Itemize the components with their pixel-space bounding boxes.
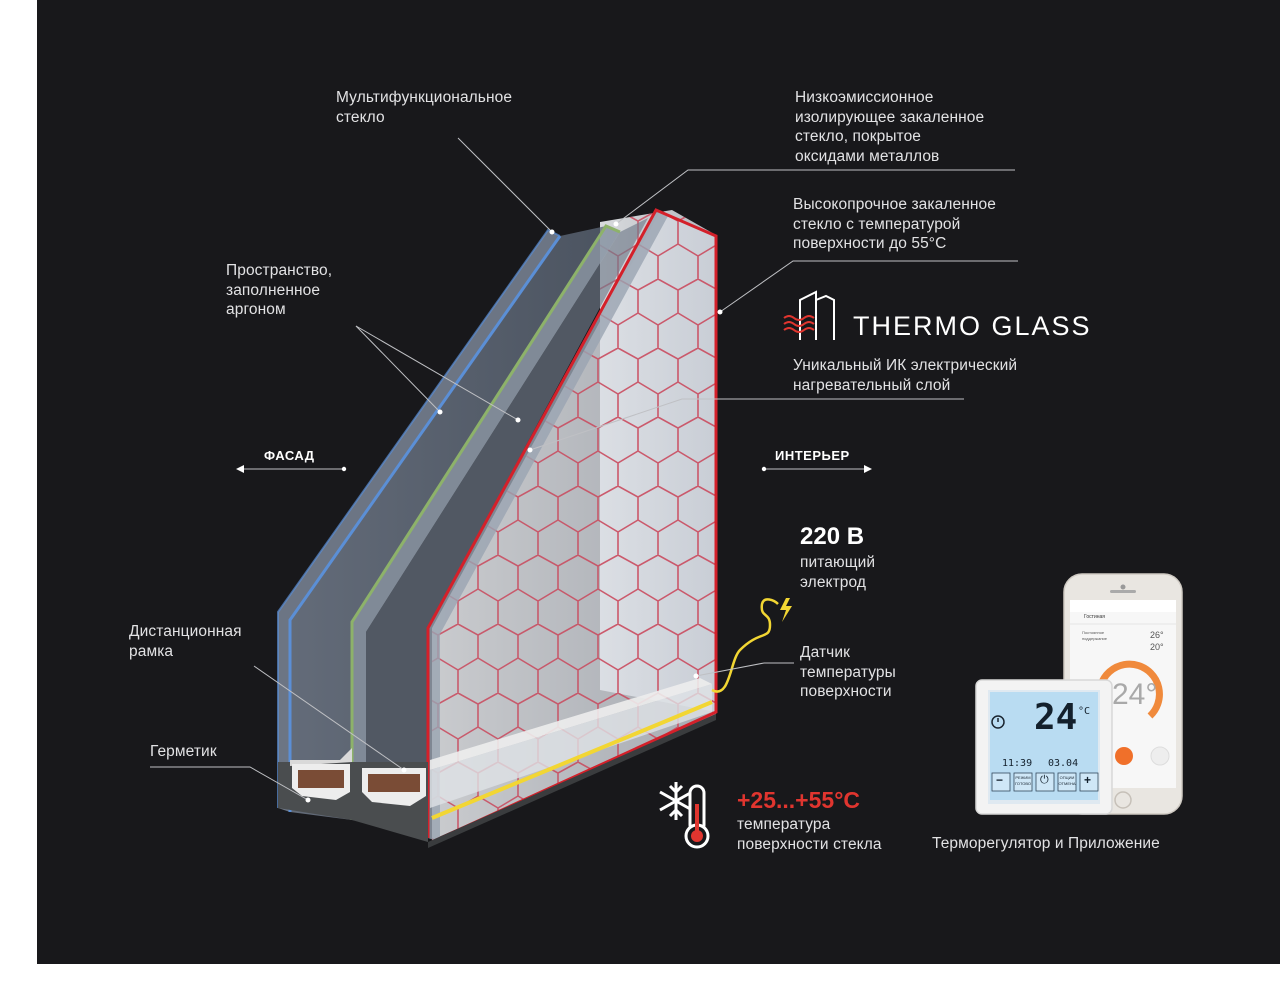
thermostat-time: 11:39 [1002,758,1033,769]
label-ir-layer: Уникальный ИК электрический нагревательн… [793,357,1018,394]
lightning-icon [780,598,792,622]
phone-dial-temp: 24° [1112,678,1158,711]
phone-mode-text: Постоянное поддержание [1082,630,1107,641]
power-wire [711,598,779,693]
label-sealant: Герметик [150,743,217,760]
label-spacer: Дистанционная рамка [129,623,242,660]
thermostat-power-button[interactable]: ⏻ [1040,774,1049,786]
thermostat-mode-button[interactable]: РЕЖИМ ГОТОВО [1014,775,1032,786]
label-temp-caption: температура поверхности стекла [737,816,882,853]
facade-arrow-icon [236,465,244,473]
label-interior: ИНТЕРЬЕР [775,448,850,463]
thermostat-options-button[interactable]: ОПЦИИ ОТМЕНА [1058,775,1076,786]
thermostat-plus-button[interactable]: + [1084,773,1092,787]
spacer-frame [278,678,716,848]
label-argon-space: Пространство, заполненное аргоном [226,262,333,318]
brand-name: THERMO GLASS [853,311,1092,341]
snowflake-thermometer-icon [659,782,710,849]
thermostat-minus-button[interactable]: − [996,773,1004,787]
phone-set-temp: 26° [1150,630,1164,640]
label-thermostat-caption: Терморегулятор и Приложение [932,835,1160,852]
label-temp-range: +25...+55°C [737,787,861,813]
label-sensor: Датчик температуры поверхности [800,644,896,700]
label-high-strength-glass: Высокопрочное закаленное стекло с темпер… [793,196,996,252]
thermostat-temp: 24 [1034,697,1078,738]
phone-floor-temp: 20° [1150,642,1164,652]
thermostat-date: 03.04 [1048,758,1079,769]
label-electrode: питающий электрод [800,554,876,591]
label-low-emission-glass: Низкоэмиссионное изолирующее закаленное … [795,89,985,165]
thermostat-device [975,679,1113,815]
building-heat-icon [783,290,835,340]
thermostat-unit: °C [1078,706,1091,717]
inner-heated-glass [426,208,718,844]
leader-dots [305,221,767,803]
phone-header: Гостиная [1084,614,1105,620]
label-facade: ФАСАД [264,448,315,463]
label-multifunctional-glass: Мультифункциональное стекло [336,89,513,126]
leader-lines [150,137,1018,801]
label-voltage: 220 В [800,523,865,550]
interior-arrow-icon [864,465,872,473]
